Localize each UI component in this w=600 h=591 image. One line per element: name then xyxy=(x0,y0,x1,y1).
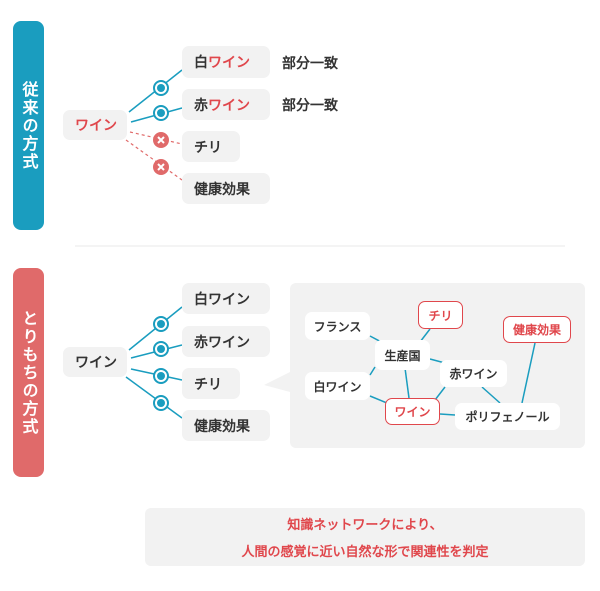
network-node: 赤ワイン xyxy=(440,360,507,387)
torimochi-item: 健康効果 xyxy=(182,410,270,441)
item-match: ワイン xyxy=(208,97,250,114)
partial-match-label: 部分一致 xyxy=(282,98,338,114)
item-prefix: 白 xyxy=(194,55,208,71)
conventional-item-red-wine: 赤ワイン xyxy=(182,89,270,120)
torimochi-item: チリ xyxy=(182,368,240,399)
item-label: チリ xyxy=(194,139,222,156)
conventional-method-label: 従来の方式 xyxy=(13,21,44,230)
conventional-root-node: ワイン xyxy=(63,110,127,140)
item-label: 健康効果 xyxy=(194,181,250,198)
item-prefix: 赤 xyxy=(194,97,208,114)
network-node: フランス xyxy=(305,312,370,340)
conventional-item-chile: チリ xyxy=(182,131,240,162)
network-node: 生産国 xyxy=(375,340,430,370)
item-match: ワイン xyxy=(208,55,250,71)
caption-line-1: 知識ネットワークにより、 xyxy=(287,518,443,533)
torimochi-item: 赤ワイン xyxy=(182,326,270,357)
torimochi-item: 白ワイン xyxy=(182,283,270,314)
network-node-highlighted: ワイン xyxy=(385,398,440,425)
network-node: ポリフェノール xyxy=(455,403,560,430)
conventional-item-health: 健康効果 xyxy=(182,173,270,204)
network-node-highlighted: 健康効果 xyxy=(503,316,571,343)
torimochi-root-node: ワイン xyxy=(63,347,127,377)
partial-match-label: 部分一致 xyxy=(282,56,338,72)
network-node-highlighted: チリ xyxy=(418,301,463,329)
root-label: ワイン xyxy=(75,118,117,134)
caption-box: 知識ネットワークにより、 人間の感覚に近い自然な形で関連性を判定 xyxy=(145,508,585,566)
conventional-item-white-wine: 白ワイン xyxy=(182,46,270,78)
caption-line-2: 人間の感覚に近い自然な形で関連性を判定 xyxy=(241,545,489,560)
torimochi-method-label: とりもちの方式 xyxy=(13,268,44,477)
network-node: 白ワイン xyxy=(305,372,370,400)
